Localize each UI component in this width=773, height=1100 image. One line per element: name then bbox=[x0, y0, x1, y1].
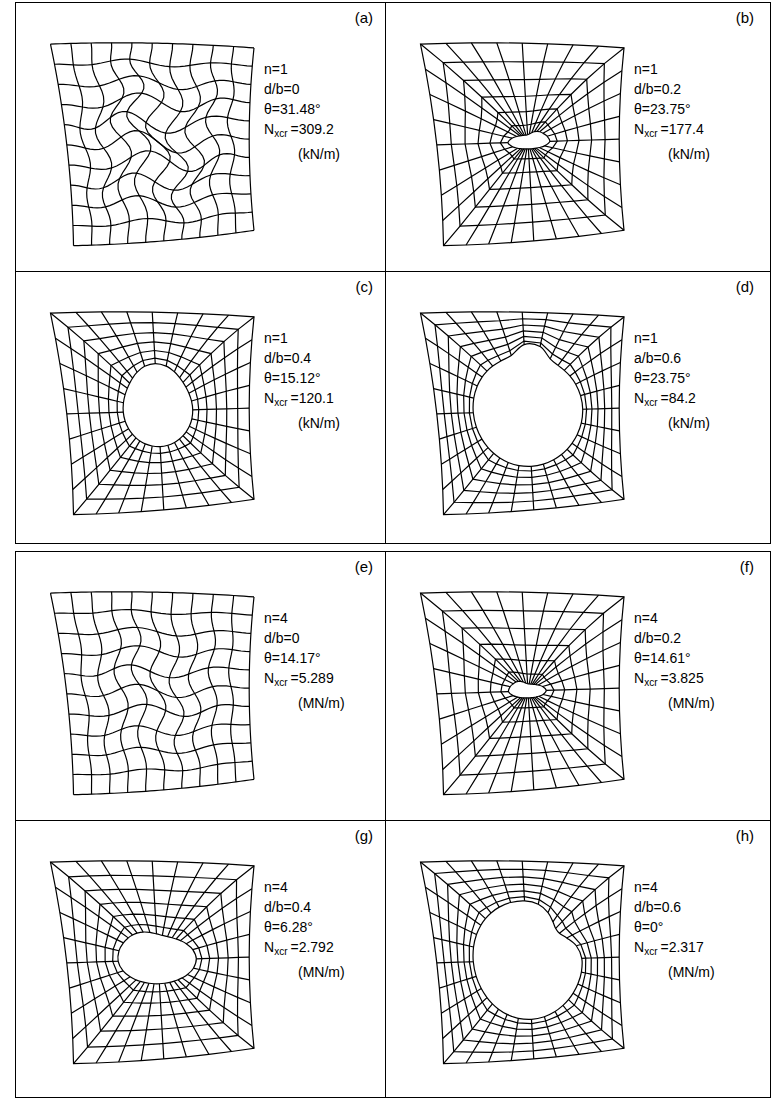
load-symbol: N bbox=[264, 390, 274, 406]
unit-text: (kN/m) bbox=[264, 144, 340, 164]
load-symbol: N bbox=[264, 939, 274, 955]
parameter-text: θ=31.48° bbox=[264, 99, 340, 119]
load-subscript: xcr bbox=[274, 946, 287, 957]
load-symbol: N bbox=[634, 670, 644, 686]
load-subscript: xcr bbox=[274, 677, 287, 688]
load-value: =120.1 bbox=[290, 390, 333, 406]
figure-panel: (e)n=4d/b=0θ=14.17°Nxcr=5.289(MN/m) bbox=[15, 551, 386, 821]
parameter-text: d/b=0.2 bbox=[634, 628, 715, 648]
parameter-text: n=1 bbox=[634, 59, 710, 79]
load-value: =177.4 bbox=[660, 121, 703, 137]
parameter-list: n=4d/b=0.4θ=6.28°Nxcr=2.792(MN/m) bbox=[264, 877, 345, 982]
unit-text: (MN/m) bbox=[634, 962, 715, 982]
parameter-list: n=4d/b=0θ=14.17°Nxcr=5.289(MN/m) bbox=[264, 608, 345, 713]
panel-label: (f) bbox=[740, 558, 754, 575]
load-value: =5.289 bbox=[290, 670, 333, 686]
buckling-mesh bbox=[420, 861, 624, 1064]
unit-text: (MN/m) bbox=[634, 693, 715, 713]
figure-panel: (b)n=1d/b=0.2θ=23.75°Nxcr=177.4(kN/m) bbox=[385, 2, 771, 272]
figure-panel: (c)n=1d/b=0.4θ=15.12°Nxcr=120.1(kN/m) bbox=[15, 271, 386, 544]
load-line: Nxcr=5.289 bbox=[264, 668, 345, 693]
panel-label: (d) bbox=[736, 278, 754, 295]
load-subscript: xcr bbox=[274, 128, 287, 139]
unit-text: (kN/m) bbox=[634, 413, 710, 433]
panel-label: (a) bbox=[355, 9, 373, 26]
load-line: Nxcr=2.792 bbox=[264, 937, 345, 962]
load-subscript: xcr bbox=[644, 128, 657, 139]
load-subscript: xcr bbox=[644, 677, 657, 688]
parameter-text: n=1 bbox=[264, 59, 340, 79]
parameter-text: d/b=0.4 bbox=[264, 897, 345, 917]
parameter-list: n=1d/b=0θ=31.48°Nxcr=309.2(kN/m) bbox=[264, 59, 340, 164]
parameter-text: θ=14.17° bbox=[264, 648, 345, 668]
load-value: =309.2 bbox=[290, 121, 333, 137]
parameter-text: n=4 bbox=[264, 877, 345, 897]
load-symbol: N bbox=[634, 939, 644, 955]
parameter-text: θ=6.28° bbox=[264, 917, 345, 937]
figure-panel: (a)n=1d/b=0θ=31.48°Nxcr=309.2(kN/m) bbox=[15, 2, 386, 272]
unit-text: (kN/m) bbox=[264, 413, 340, 433]
load-line: Nxcr=3.825 bbox=[634, 668, 715, 693]
load-line: Nxcr=309.2 bbox=[264, 119, 340, 144]
panel-label: (e) bbox=[355, 558, 373, 575]
buckling-mesh bbox=[50, 312, 254, 515]
load-value: =3.825 bbox=[660, 670, 703, 686]
load-subscript: xcr bbox=[274, 397, 287, 408]
parameter-text: d/b=0 bbox=[264, 628, 345, 648]
load-subscript: xcr bbox=[644, 397, 657, 408]
buckling-mesh bbox=[420, 312, 624, 515]
parameter-text: d/b=0.6 bbox=[634, 897, 715, 917]
parameter-text: d/b=0.2 bbox=[634, 79, 710, 99]
figure-panel: (h)n=4d/b=0.6θ=0°Nxcr=2.317(MN/m) bbox=[385, 820, 771, 1098]
parameter-text: θ=14.61° bbox=[634, 648, 715, 668]
load-symbol: N bbox=[634, 390, 644, 406]
buckling-mesh bbox=[50, 43, 254, 246]
load-symbol: N bbox=[264, 670, 274, 686]
panel-label: (b) bbox=[736, 9, 754, 26]
parameter-text: θ=23.75° bbox=[634, 368, 710, 388]
parameter-text: θ=23.75° bbox=[634, 99, 710, 119]
load-symbol: N bbox=[634, 121, 644, 137]
figure-panel: (d)n=1a/b=0.6θ=23.75°Nxcr=84.2(kN/m) bbox=[385, 271, 771, 544]
buckling-mesh bbox=[420, 43, 624, 246]
load-subscript: xcr bbox=[644, 946, 657, 957]
parameter-list: n=4d/b=0.6θ=0°Nxcr=2.317(MN/m) bbox=[634, 877, 715, 982]
load-symbol: N bbox=[264, 121, 274, 137]
panel-label: (c) bbox=[356, 278, 374, 295]
load-value: =84.2 bbox=[660, 390, 695, 406]
unit-text: (kN/m) bbox=[634, 144, 710, 164]
load-line: Nxcr=120.1 bbox=[264, 388, 340, 413]
parameter-text: n=1 bbox=[264, 328, 340, 348]
figure-panel: (f)n=4d/b=0.2θ=14.61°Nxcr=3.825(MN/m) bbox=[385, 551, 771, 821]
unit-text: (MN/m) bbox=[264, 693, 345, 713]
panel-label: (g) bbox=[355, 827, 373, 844]
parameter-text: n=4 bbox=[634, 608, 715, 628]
load-line: Nxcr=177.4 bbox=[634, 119, 710, 144]
parameter-text: θ=15.12° bbox=[264, 368, 340, 388]
unit-text: (MN/m) bbox=[264, 962, 345, 982]
load-value: =2.317 bbox=[660, 939, 703, 955]
parameter-list: n=1d/b=0.2θ=23.75°Nxcr=177.4(kN/m) bbox=[634, 59, 710, 164]
panel-label: (h) bbox=[736, 827, 754, 844]
load-value: =2.792 bbox=[290, 939, 333, 955]
parameter-text: d/b=0.4 bbox=[264, 348, 340, 368]
parameter-text: n=4 bbox=[264, 608, 345, 628]
buckling-mesh bbox=[420, 592, 624, 795]
buckling-mesh bbox=[50, 861, 254, 1064]
load-line: Nxcr=2.317 bbox=[634, 937, 715, 962]
buckling-mesh bbox=[50, 592, 254, 795]
parameter-text: d/b=0 bbox=[264, 79, 340, 99]
parameter-list: n=4d/b=0.2θ=14.61°Nxcr=3.825(MN/m) bbox=[634, 608, 715, 713]
parameter-text: θ=0° bbox=[634, 917, 715, 937]
load-line: Nxcr=84.2 bbox=[634, 388, 710, 413]
parameter-list: n=1a/b=0.6θ=23.75°Nxcr=84.2(kN/m) bbox=[634, 328, 710, 433]
figure-panel: (g)n=4d/b=0.4θ=6.28°Nxcr=2.792(MN/m) bbox=[15, 820, 386, 1098]
parameter-text: a/b=0.6 bbox=[634, 348, 710, 368]
parameter-list: n=1d/b=0.4θ=15.12°Nxcr=120.1(kN/m) bbox=[264, 328, 340, 433]
parameter-text: n=4 bbox=[634, 877, 715, 897]
parameter-text: n=1 bbox=[634, 328, 710, 348]
